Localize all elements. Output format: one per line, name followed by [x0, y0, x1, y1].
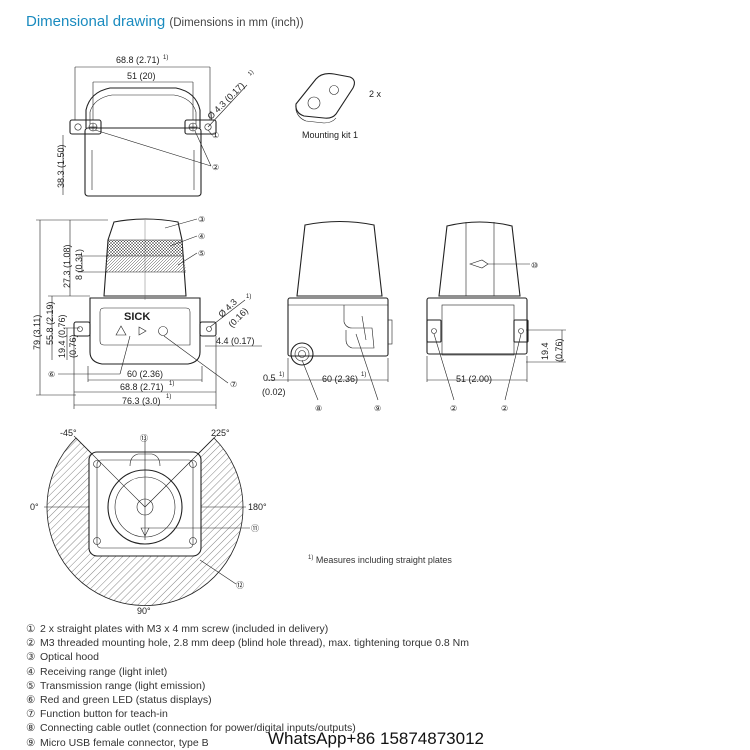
legend-text: M3 threaded mounting hole, 2.8 mm deep (… — [40, 637, 469, 650]
callout-12: ⑫ — [236, 581, 244, 590]
front-dim-76: 76.3 (3.0) — [122, 396, 161, 406]
legend-num: ⑦ — [26, 708, 36, 721]
callout-2-rear-right: ② — [501, 404, 508, 413]
side-dim-05: 0.5 — [263, 373, 276, 383]
top-view: 68.8 (2.71) 1) 51 (20) 38.3 (1.50) Ø 4.3… — [56, 55, 255, 197]
led-icon — [138, 326, 147, 336]
side-dim-002: (0.02) — [262, 387, 286, 397]
legend-item: ③ Optical hood — [26, 650, 469, 664]
callout-3: ③ — [198, 215, 205, 224]
front-dim-79: 79 (3.11) — [32, 315, 42, 350]
rear-dim-076: (0.76) — [554, 338, 564, 362]
footnote: 1) Measures including straight plates — [308, 555, 452, 565]
callout-7: ⑦ — [230, 380, 237, 389]
legend-text: 2 x straight plates with M3 x 4 mm screw… — [40, 623, 329, 635]
callout-2-top: ② — [212, 163, 219, 172]
callout-11: ⑪ — [251, 524, 259, 533]
legend-num: ⑥ — [26, 694, 36, 707]
legend-text: Receiving range (light inlet) — [40, 665, 168, 678]
legend-item: ⑨ Micro USB female connector, type B — [26, 736, 469, 750]
callout-8: ⑧ — [315, 404, 322, 413]
callout-4: ④ — [198, 232, 205, 241]
footnote-text: Measures including straight plates — [315, 555, 452, 565]
rear-dim-19: 19.4 — [540, 342, 550, 360]
legend-num: ④ — [26, 665, 36, 678]
front-dim-60: 60 (2.36) — [127, 369, 163, 379]
title-text: Dimensional drawing — [26, 13, 166, 30]
angle-180: 180° — [248, 502, 267, 512]
callout-6: ⑥ — [48, 370, 55, 379]
legend-item: ⑤ Transmission range (light emission) — [26, 679, 469, 693]
side-note-05: 1) — [279, 372, 284, 378]
side-view: 60 (2.36) 1) 0.5 1) (0.02) ⑧ ⑨ — [262, 220, 393, 413]
legend-num: ⑤ — [26, 679, 36, 692]
legend-item: ② M3 threaded mounting hole, 2.8 mm deep … — [26, 636, 469, 650]
side-dim-60: 60 (2.36) — [322, 374, 358, 384]
front-note-68: 1) — [169, 381, 174, 387]
front-note-76: 1) — [166, 394, 171, 400]
callout-9: ⑨ — [374, 404, 381, 413]
legend-text: Transmission range (light emission) — [40, 679, 206, 692]
front-dim-55: 55.8 (2.19) — [45, 301, 55, 345]
legend: ① 2 x straight plates with M3 x 4 mm scre… — [26, 622, 469, 750]
top-dim-height: 38.3 (1.50) — [56, 144, 66, 188]
top-dim-hole: Ø 4.3 (0.17) — [205, 80, 246, 121]
legend-num: ② — [26, 637, 36, 650]
footnote-mark: 1) — [308, 555, 314, 561]
mounting-kit: Mounting kit 1 2 x — [295, 73, 382, 140]
front-view: 79 (3.11) 55.8 (2.19) 27.3 (1.08) 8 (0.3… — [32, 215, 262, 409]
legend-item: ⑦ Function button for teach-in — [26, 707, 469, 721]
legend-text: Optical hood — [40, 651, 99, 664]
drawing-title: Dimensional drawing (Dimensions in mm (i… — [26, 13, 304, 30]
legend-item: ⑥ Red and green LED (status displays) — [26, 693, 469, 707]
legend-item: ⑧ Connecting cable outlet (connection for… — [26, 721, 469, 735]
callout-13: ⑬ — [140, 434, 148, 443]
callout-1-top: ① — [212, 131, 219, 140]
legend-text: Micro USB female connector, type B — [40, 736, 209, 749]
front-note-hole: 1) — [246, 294, 251, 300]
watermark: WhatsApp+86 15874873012 — [268, 729, 484, 748]
legend-item: ④ Receiving range (light inlet) — [26, 665, 469, 679]
angle-90: 90° — [137, 606, 151, 616]
legend-num: ③ — [26, 651, 36, 664]
legend-item: ① 2 x straight plates with M3 x 4 mm scre… — [26, 622, 469, 636]
warning-icon — [115, 325, 127, 336]
rear-view: ⑩ 51 (2.00) 19.4 (0.76) ② ② — [426, 221, 566, 413]
legend-text: Function button for teach-in — [40, 708, 168, 721]
front-dim-8: 8 (0.31) — [74, 249, 84, 280]
top-dim-width: 68.8 (2.71) — [116, 55, 160, 65]
callout-5: ⑤ — [198, 249, 205, 258]
legend-text: Red and green LED (status displays) — [40, 694, 212, 707]
angle-minus45: -45° — [60, 428, 77, 438]
callout-10: ⑩ — [531, 261, 538, 270]
front-dim-44: 4.4 (0.17) — [216, 336, 255, 346]
sick-logo: SICK — [124, 311, 150, 323]
front-dim-19: 19.4 (0.76) — [57, 314, 67, 358]
front-dim-27: 27.3 (1.08) — [62, 244, 72, 288]
angle-225: 225° — [211, 428, 230, 438]
legend-num: ⑨ — [26, 736, 36, 749]
callout-2-rear-left: ② — [450, 404, 457, 413]
top-dim-hole-note: 1) — [247, 69, 255, 77]
title-subtitle: (Dimensions in mm (inch)) — [169, 17, 304, 29]
top-dim-inner: 51 (20) — [127, 71, 156, 81]
side-note-60: 1) — [361, 372, 366, 378]
top-dim-width-note: 1) — [163, 55, 168, 61]
bottom-view: -45° 225° 0° 180° 90° ⑬ ⑪ ⑫ — [30, 428, 267, 616]
legend-text: Connecting cable outlet (connection for … — [40, 722, 356, 735]
legend-num: ① — [26, 623, 36, 635]
teach-button-icon — [158, 326, 168, 336]
front-dim-68: 68.8 (2.71) — [120, 382, 164, 392]
rear-dim-51: 51 (2.00) — [456, 374, 492, 384]
mounting-kit-label: Mounting kit 1 — [302, 130, 358, 140]
mounting-kit-qty: 2 x — [369, 89, 382, 99]
angle-0: 0° — [30, 502, 39, 512]
front-dim-19-inch: (0.76) — [68, 334, 78, 358]
legend-num: ⑧ — [26, 722, 36, 735]
